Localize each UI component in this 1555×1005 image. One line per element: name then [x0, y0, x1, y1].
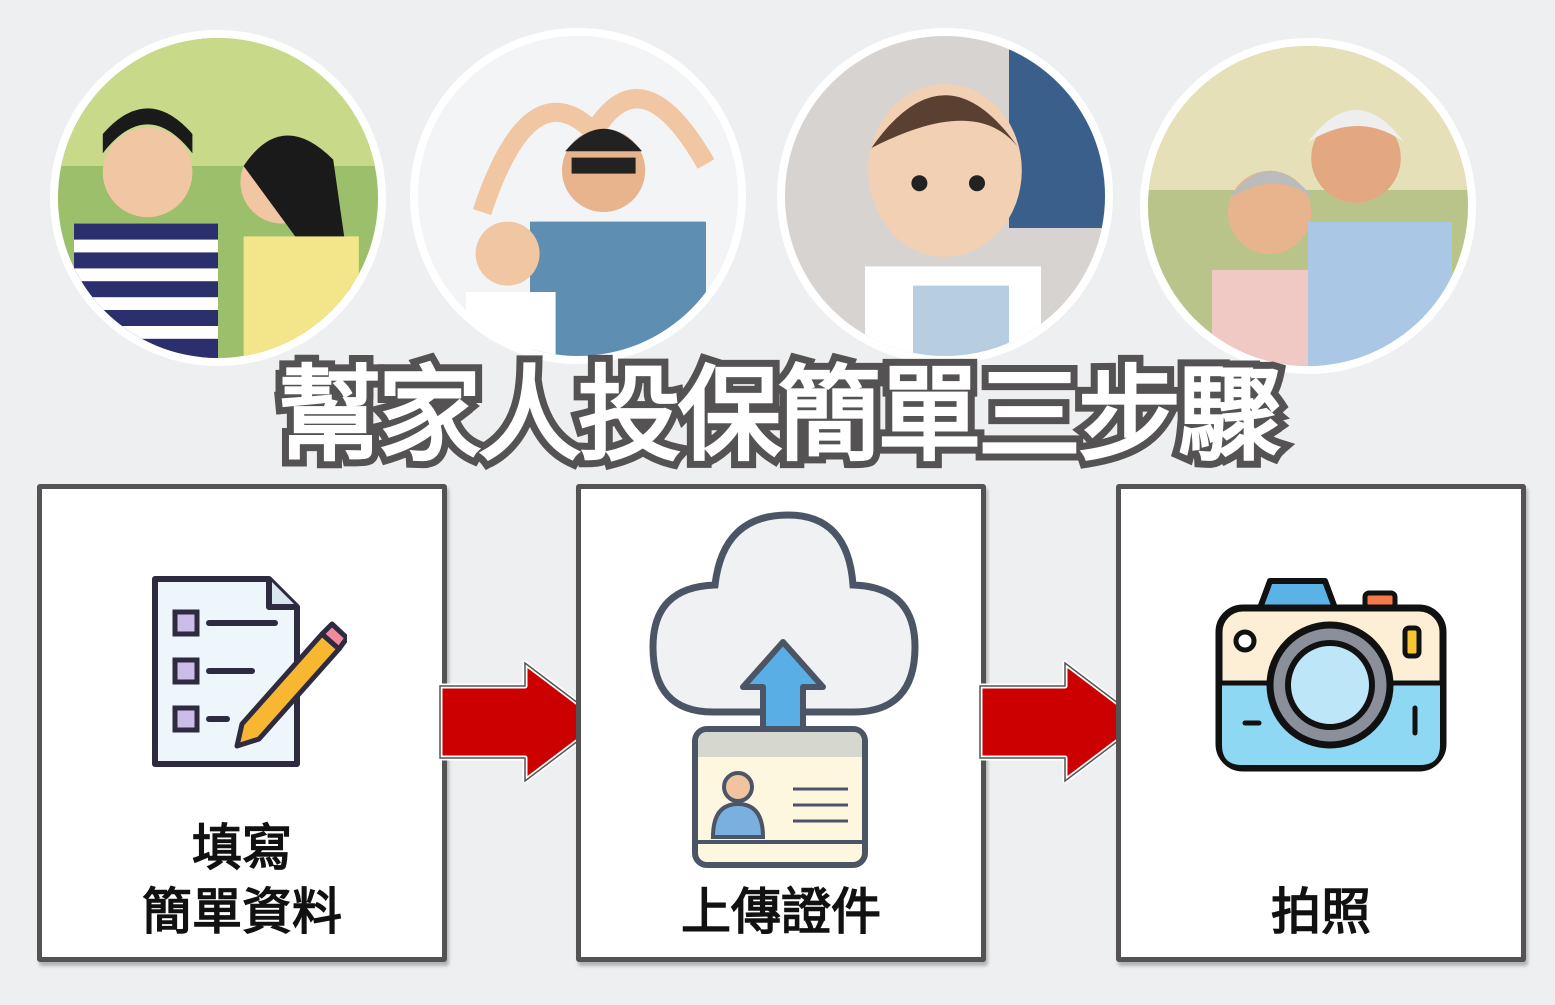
photo-children [50, 30, 386, 366]
step-card-photo: 拍照 [1116, 484, 1526, 962]
photo-elderly-couple [1140, 38, 1476, 374]
arrow-right-icon [437, 660, 606, 784]
camera-icon [1215, 578, 1447, 772]
page-title: 幫家人投保簡單三步驟 [270, 347, 1288, 483]
cloud-upload-id-icon [649, 511, 919, 868]
arrow-right-icon [977, 660, 1146, 784]
photo-father-daughter [410, 28, 746, 364]
step-label-line2: 簡單資料 [142, 883, 342, 941]
photo-baby [777, 28, 1113, 364]
step-label-line1: 填寫 [192, 819, 292, 877]
step-label: 上傳證件 [681, 883, 881, 941]
step-card-upload-id: 上傳證件 [576, 484, 986, 962]
form-pencil-icon [152, 576, 347, 767]
step-label: 拍照 [1271, 883, 1371, 941]
step-card-fill-form: 填寫 簡單資料 [37, 484, 447, 962]
